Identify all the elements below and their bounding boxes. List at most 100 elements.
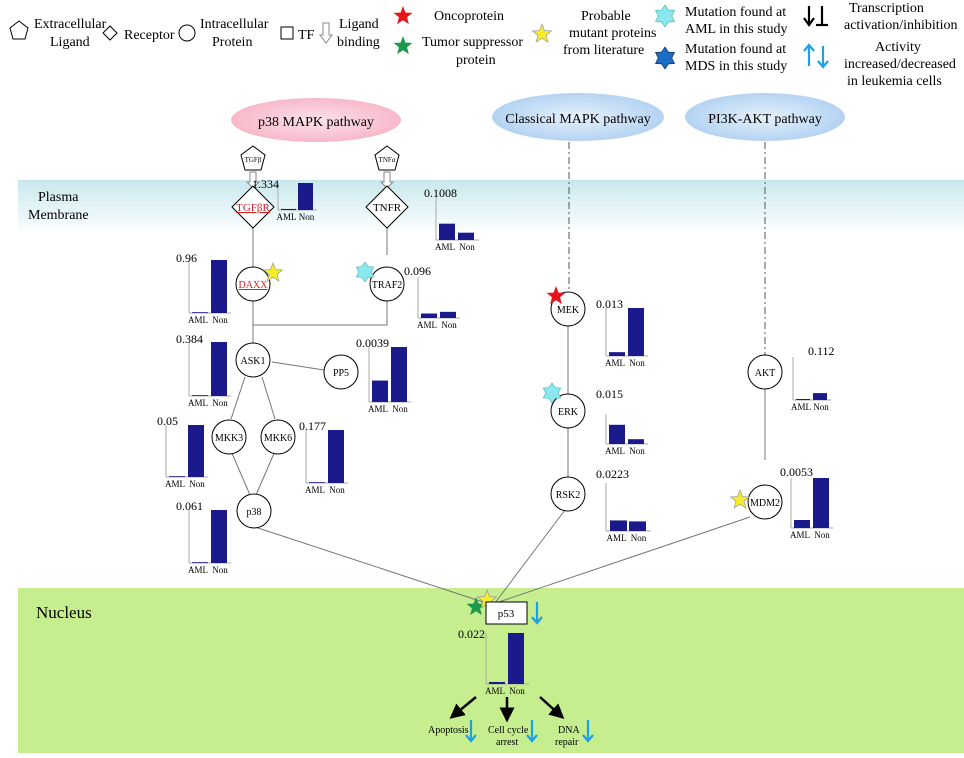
node-stars	[262, 261, 751, 616]
mkk6-node	[260, 419, 296, 455]
ask1-bar-non	[211, 342, 227, 396]
ask1-bar-tick-non: Non	[212, 398, 228, 408]
rsk2-bar-aml	[610, 520, 627, 531]
daxx-node	[235, 266, 271, 302]
erk-bar-tick-non: Non	[629, 446, 645, 456]
p53-bar-non	[508, 633, 524, 684]
p38-bar-aml	[192, 562, 208, 563]
daxx-bar-value-label: 0.96	[176, 251, 197, 265]
tgfbr-label: TGFβR	[236, 202, 270, 214]
rsk2-bar-non	[629, 521, 646, 531]
daxx-label: DAXX	[239, 280, 269, 291]
outcome-cell-cycle-1: Cell cycle	[488, 725, 529, 736]
p53-bar-aml	[489, 681, 505, 684]
activity-up-down-icon	[803, 43, 829, 69]
legend-intracellular-2: Protein	[212, 35, 252, 50]
mdm2-bar-tick-non: Non	[814, 530, 830, 540]
traf2-label: TRAF2	[372, 280, 403, 291]
outcome-decrease-arrows	[465, 720, 594, 743]
erk-bar-chart: AML Non 0.015	[596, 387, 648, 456]
p38-bar-tick-aml: AML	[188, 565, 208, 575]
tnfr-bar-value-label: 0.1008	[424, 186, 457, 200]
tgfbr-bar-value-label: 1.334	[252, 177, 279, 191]
hollow-arrow-icon	[319, 22, 333, 44]
legend-probable-3: from literature	[563, 43, 644, 58]
rsk2-bar-tick-non: Non	[631, 533, 647, 543]
aml-mutation-star-icon	[654, 4, 676, 28]
akt-bar-non	[813, 393, 827, 400]
traf2-bar-aml	[421, 313, 437, 318]
daxx-bar-aml	[192, 312, 208, 313]
membrane-label-2: Membrane	[28, 208, 89, 223]
tgfbr-receptor	[231, 185, 275, 229]
akt-node	[747, 354, 783, 390]
mek-bar-tick-aml: AML	[605, 358, 625, 368]
p38-pathway-ellipse	[231, 98, 401, 142]
legend-mds-mutation-2: MDS in this study	[685, 59, 787, 74]
outcome-cell-cycle-2: arrest	[496, 737, 518, 748]
daxx-bar-tick-non: Non	[212, 315, 228, 325]
circle-icon	[178, 24, 196, 42]
pp5-bar-value-label: 0.0039	[356, 336, 389, 350]
square-icon	[280, 26, 294, 40]
mkk6-bar-aml	[309, 482, 325, 483]
tnfr-bar-tick-aml: AML	[435, 242, 455, 252]
p53-tf-box	[485, 601, 528, 625]
pp5-label: PP5	[333, 368, 349, 379]
mkk3-bar-tick-non: Non	[189, 479, 205, 489]
ask1-bar-aml	[192, 395, 208, 396]
dna-repair-decrease-arrow-icon	[582, 720, 594, 743]
mkk6-bar-non	[328, 430, 344, 483]
daxx-bar-tick-aml: AML	[188, 315, 208, 325]
erk-bar-value-label: 0.015	[596, 387, 623, 401]
mkk6-bar-value-label: 0.177	[299, 419, 326, 433]
pp5-node	[323, 354, 359, 390]
edges	[230, 226, 766, 606]
tnfr-label: TNFR	[373, 202, 402, 214]
tgfbr-bar-tick-aml: AML	[277, 212, 297, 222]
traf2-bar-tick-non: Non	[441, 320, 457, 330]
tgfbr-bar-aml	[281, 208, 296, 210]
tnfa-ligand-pentagon	[374, 145, 400, 171]
akt-bar-tick-non: Non	[813, 402, 829, 412]
legend-tumor-suppressor-1: Tumor suppressor	[422, 35, 523, 50]
mdm2-bar-aml	[794, 520, 810, 528]
mek-bar-tick-non: Non	[629, 358, 645, 368]
legend-tumor-suppressor-2: protein	[456, 53, 496, 68]
tgfb-binding-arrow-icon	[245, 171, 261, 189]
mkk3-label: MKK3	[215, 433, 243, 444]
daxx-bar-chart: AML Non 0.96	[176, 251, 231, 325]
diamond-icon	[102, 25, 118, 41]
p53-bar-tick-aml: AML	[485, 686, 505, 696]
mdm2-bar-tick-aml: AML	[790, 530, 810, 540]
legend-intracellular-1: Intracellular	[200, 17, 269, 32]
tgfbr-bar-tick-non: Non	[299, 212, 315, 222]
legend-probable-1: Probable	[581, 9, 631, 24]
tgfbr-bar-non	[298, 183, 313, 210]
legend-ligand-binding-1: Ligand	[339, 17, 379, 32]
p38-label: p38	[247, 507, 262, 518]
mdm2-label: MDM2	[750, 498, 780, 509]
legend-receptor: Receptor	[124, 28, 175, 43]
mkk3-node	[211, 419, 247, 455]
outcome-apoptosis: Apoptosis	[428, 725, 469, 736]
rsk2-label: RSK2	[556, 490, 580, 501]
legend-aml-mutation-2: AML in this study	[685, 22, 788, 37]
tgfb-ligand-pentagon	[240, 145, 266, 171]
mkk6-bar-tick-non: Non	[329, 485, 345, 495]
legend-mds-mutation-1: Mutation found at	[685, 42, 786, 57]
apoptosis-decrease-arrow-icon	[465, 720, 477, 743]
p38-bar-value-label: 0.061	[176, 499, 203, 513]
pp5-bar-non	[391, 347, 407, 402]
legend-activity-1: Activity	[875, 40, 921, 55]
erk-bar-tick-aml: AML	[605, 446, 625, 456]
legend-activity-3: in leukemia cells	[847, 74, 942, 89]
tnfa-ligand-label: TNFα	[379, 156, 396, 164]
